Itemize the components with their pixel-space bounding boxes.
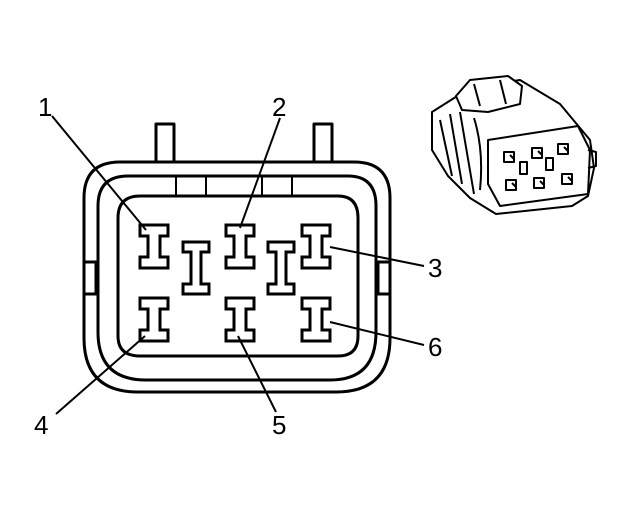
iso-right-tab: [587, 149, 597, 169]
terminal-pin-3: [300, 223, 332, 270]
pin-labels: 1 2 3 4 5 6: [34, 92, 442, 440]
pin-label-1: 1: [38, 92, 52, 122]
leader-lines: [51, 115, 425, 415]
terminal-pin-5: [224, 296, 256, 343]
pin-label-5: 5: [272, 410, 286, 440]
leader-line-5: [237, 335, 277, 413]
rim-slot-right: [261, 176, 293, 196]
connector-housing-outer: [82, 160, 392, 394]
terminal-mid-left: [181, 240, 211, 296]
leader-line-1: [51, 115, 147, 231]
leader-line-4: [55, 335, 146, 415]
pin-label-2: 2: [272, 92, 286, 122]
iso-face-cavities: [503, 143, 573, 191]
terminal-pin-1: [138, 223, 170, 270]
leader-line-3: [329, 246, 425, 267]
connector-isometric-view: [431, 75, 597, 215]
terminal-pin-2: [224, 223, 256, 270]
pin-label-3: 3: [428, 253, 442, 283]
pin-label-6: 6: [428, 332, 442, 362]
right-key: [376, 260, 392, 296]
iso-left-ridges: [439, 111, 475, 195]
leader-line-6: [329, 321, 425, 346]
iso-face: [487, 125, 591, 207]
terminal-mid-right: [266, 240, 296, 296]
leader-line-2: [239, 117, 281, 229]
connector-housing-inner: [96, 174, 378, 382]
iso-latch-detail: [473, 79, 507, 107]
rim-slot-left: [175, 176, 207, 196]
terminal-cavity: [116, 194, 360, 358]
left-key: [82, 260, 98, 296]
terminal-pin-4: [138, 296, 170, 343]
terminal-pin-6: [300, 296, 332, 343]
top-right-tab: [312, 122, 334, 164]
iso-side-groove: [473, 117, 483, 191]
iso-latch: [455, 75, 523, 113]
connector-face-view: [82, 122, 392, 394]
pin-label-4: 4: [34, 410, 48, 440]
top-left-tab: [154, 122, 176, 164]
